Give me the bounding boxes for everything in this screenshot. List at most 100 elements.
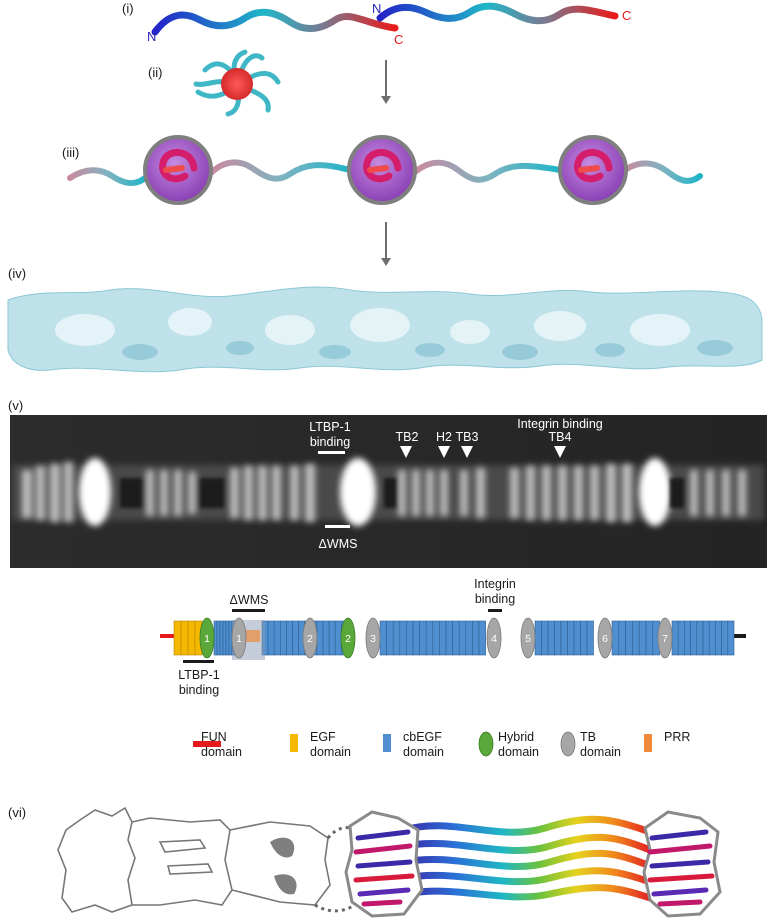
bead-1 — [143, 135, 213, 205]
map-ltbp-bar — [183, 660, 214, 663]
n-terminus-label-1: N — [147, 29, 156, 44]
cbegf-block — [541, 620, 549, 656]
cbegf-block — [638, 620, 647, 656]
map-integrin-label-line1: Integrin — [474, 577, 516, 591]
tb-domain-5: 5 — [520, 617, 536, 659]
cbegf-domains — [213, 620, 735, 656]
cbegf-block — [547, 620, 555, 656]
legend-label: Hybrid — [498, 730, 534, 744]
panel-label-vi: (vi) — [8, 805, 26, 820]
bead-model-right — [642, 810, 722, 918]
cbegf-block — [225, 620, 230, 656]
panel-label-iii: (iii) — [62, 145, 79, 160]
em-h2-label: H2 — [436, 430, 452, 444]
legend-label: domain — [580, 745, 621, 759]
tb-number: 7 — [662, 633, 668, 645]
cbegf-block — [567, 620, 575, 656]
panel-iii: (iii) — [62, 135, 703, 205]
fibrillin-chain-1 — [151, 8, 399, 36]
hybrid-number: 1 — [204, 633, 210, 645]
tb-number: 4 — [491, 633, 497, 645]
panel-label-ii: (ii) — [148, 65, 162, 80]
map-wms-bar — [232, 609, 265, 612]
legend-label: cbEGF — [403, 730, 442, 744]
tb-number: 3 — [370, 633, 376, 645]
legend-swatch-fun — [193, 741, 221, 747]
fibrillin-chain-2 — [376, 2, 619, 25]
legend-swatch-hybrid — [478, 731, 494, 757]
cbegf-block — [452, 620, 460, 656]
tb-domain-2: 2 — [302, 617, 318, 659]
cbegf-block — [586, 620, 594, 656]
legend-label: EGF — [310, 730, 336, 744]
cbegf-block — [386, 620, 394, 656]
em-tb2-marker — [400, 446, 412, 458]
legend-label: FUN — [201, 730, 227, 744]
cbegf-block — [379, 620, 387, 656]
map-integrin-bar — [488, 609, 502, 612]
panel-ii: (ii) — [148, 49, 281, 117]
c-terminus-label-1: C — [394, 32, 403, 47]
tb-domain-7: 7 — [657, 617, 673, 659]
tb-domain-4: 4 — [486, 617, 502, 659]
em-ltbp-label-line1: LTBP-1 — [309, 420, 350, 434]
tb-number: 6 — [602, 633, 608, 645]
cbegf-block — [715, 620, 722, 656]
tb-domain-1: 1 — [231, 617, 247, 659]
cbegf-block — [425, 620, 434, 656]
panel-vi: (vi) — [8, 805, 722, 918]
cbegf-block — [328, 620, 336, 656]
tb-domain-3: 3 — [365, 617, 381, 659]
legend-swatch-egf — [290, 734, 298, 752]
microfibril-shadows — [122, 340, 733, 360]
cbegf-block — [286, 620, 293, 656]
hybrid-domain-2: 2 — [340, 617, 356, 659]
cbegf-block — [445, 620, 453, 656]
cbegf-block — [573, 620, 581, 656]
cbegf-block — [219, 620, 224, 656]
legend-swatch-prr — [644, 734, 652, 752]
hybrid-number: 2 — [345, 633, 351, 645]
cbegf-block — [465, 620, 473, 656]
cbegf-block — [554, 620, 562, 656]
dotted-connector-bottom — [314, 902, 357, 913]
legend-label: domain — [201, 745, 242, 759]
legend-label: domain — [498, 745, 539, 759]
em-tb3-label: TB3 — [456, 430, 479, 444]
cbegf-block — [632, 620, 640, 656]
rainbow-strands — [401, 815, 654, 902]
panel-label-v: (v) — [8, 398, 23, 413]
cbegf-block — [625, 620, 633, 656]
panel-iv: (iv) — [7, 266, 763, 373]
cbegf-block — [406, 620, 414, 656]
cbegf-block — [478, 620, 486, 656]
cbegf-block — [432, 620, 440, 656]
tb-number: 2 — [307, 633, 313, 645]
cbegf-block — [618, 620, 626, 656]
tb-number: 1 — [236, 633, 242, 645]
n-terminus-label-2: N — [372, 1, 381, 16]
egf-block — [173, 620, 182, 656]
fun-domain-n — [160, 634, 174, 638]
cbegf-block — [392, 620, 401, 656]
cbegf-block — [216, 620, 221, 656]
cbegf-block — [684, 620, 691, 656]
em-wms-bar — [325, 525, 350, 528]
em-wms-label: ΔWMS — [319, 537, 358, 551]
bead-2 — [347, 135, 417, 205]
cbegf-block — [419, 620, 427, 656]
em-tb3-marker — [461, 446, 473, 458]
map-ltbp-label-line2: binding — [179, 683, 219, 697]
cbegf-block — [458, 620, 467, 656]
cbegf-block — [228, 620, 233, 656]
cbegf-block — [611, 620, 620, 656]
cbegf-block — [472, 620, 480, 656]
legend-label: PRR — [664, 730, 690, 744]
cbegf-block — [399, 620, 407, 656]
cbegf-block — [292, 620, 299, 656]
panel-v: (v) — [8, 398, 767, 759]
cbegf-block — [690, 620, 698, 656]
